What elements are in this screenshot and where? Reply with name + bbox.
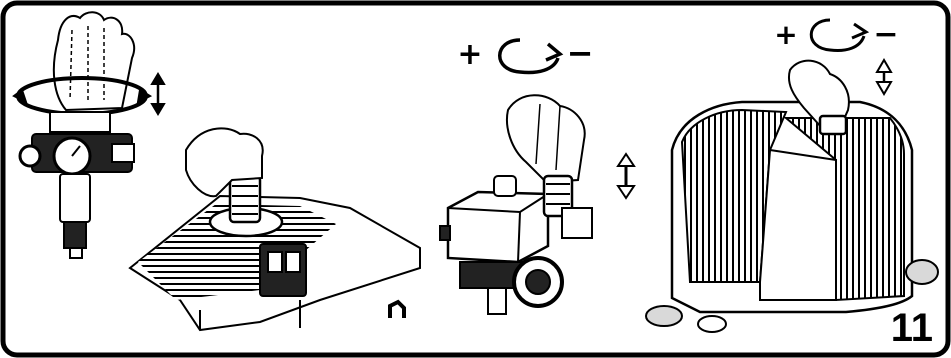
adjust-knob	[228, 174, 262, 224]
hand-icon	[788, 59, 850, 129]
scene-compressor-top	[128, 127, 421, 332]
up-down-arrow-icon	[875, 58, 893, 96]
hand-icon	[506, 94, 586, 184]
minus-sign: −	[567, 34, 594, 72]
plus-sign: +	[774, 18, 797, 51]
scene-pressure-switch: + −	[439, 34, 636, 315]
plus-sign: +	[457, 37, 482, 72]
scene-compressor-front: + −	[645, 17, 939, 333]
hand-icon	[185, 127, 264, 198]
rotate-arrow-icon	[498, 38, 560, 75]
up-down-arrow-icon	[150, 72, 166, 116]
adjust-knob	[818, 114, 848, 136]
step-number: 11	[890, 306, 933, 350]
scene-regulator-adjust	[12, 11, 166, 259]
adjust-knob	[542, 174, 574, 218]
up-down-arrow-icon	[616, 152, 636, 200]
minus-sign: −	[873, 17, 898, 52]
hand-icon	[52, 11, 136, 112]
rotate-arrow-icon	[809, 18, 866, 52]
